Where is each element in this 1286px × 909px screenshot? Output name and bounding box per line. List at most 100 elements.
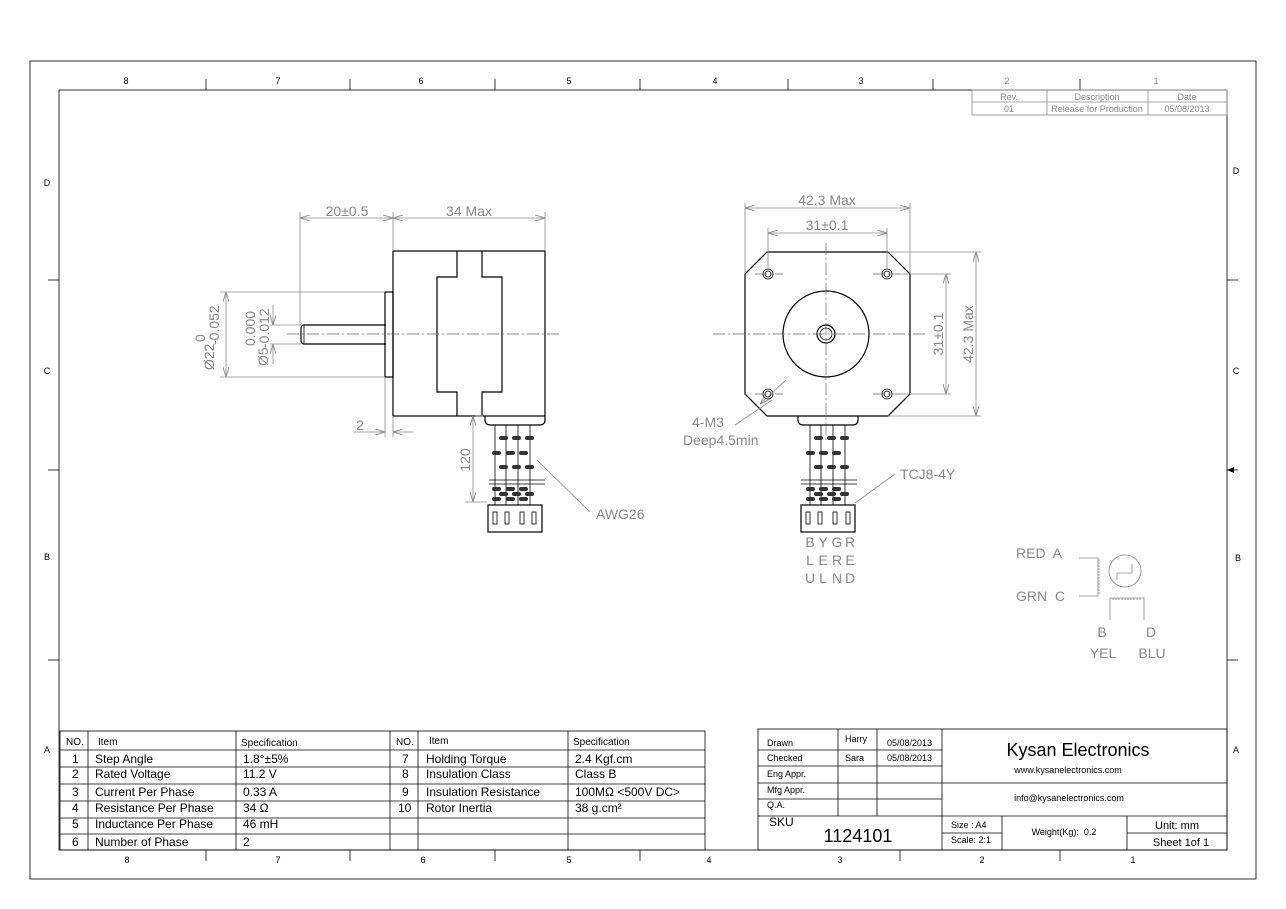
approval-role: Q.A.: [767, 800, 785, 810]
sheet-size: Size : A4: [951, 820, 987, 830]
row-label: D: [44, 178, 51, 188]
spec-item: Holding Torque: [426, 752, 507, 766]
spec-item: Number of Phase: [95, 835, 189, 849]
column-label: 8: [123, 76, 128, 86]
yel-label: YEL: [1090, 645, 1117, 661]
company-website: www.kysanelectronics.com: [1013, 765, 1122, 775]
wire-letter: G: [832, 534, 843, 550]
centering-arrow-icon: [1227, 467, 1234, 473]
dim-height-max: 42.3 Max: [960, 305, 976, 363]
spec-no: 9: [402, 785, 409, 799]
company-email: info@kysanelectronics.com: [1014, 793, 1124, 803]
spec-value: 0.33 A: [243, 785, 277, 799]
spec-no: 10: [398, 801, 412, 815]
dim-hole-spacing-vertical: 31±0.1: [930, 312, 946, 355]
column-label: 5: [566, 855, 571, 865]
spec-value: 2.4 Kgf.cm: [575, 752, 632, 766]
wire-letter: N: [832, 570, 842, 586]
row-label: B: [1235, 553, 1241, 563]
spec-value: 100MΩ <500V DC>: [575, 785, 680, 799]
item-header: Item: [429, 736, 448, 747]
spec-item: Rotor Inertia: [426, 801, 492, 815]
approval-name: Sara: [845, 753, 864, 763]
column-label: 1: [1130, 855, 1135, 865]
spec-value: Class B: [575, 767, 616, 781]
spec-no: 6: [72, 835, 79, 849]
rev-description: Release for Production: [1051, 104, 1143, 114]
column-label: 6: [420, 855, 425, 865]
wiring-schematic: RED A GRN C B D YEL BLU: [1016, 545, 1166, 661]
row-label: A: [1233, 745, 1239, 755]
row-label: D: [1233, 166, 1240, 176]
company-name: Kysan Electronics: [1006, 740, 1149, 760]
spec-value: 2: [243, 835, 250, 849]
b-label: B: [1097, 624, 1106, 640]
cable-assembly: [484, 416, 546, 533]
side-view: 20±0.5 34 Max 2 120 Ø22 0 -0.052 Ø5 0.00…: [192, 203, 645, 533]
spec-no: 3: [72, 785, 79, 799]
date-header: Date: [1177, 92, 1196, 102]
spec-value: 46 mH: [243, 817, 278, 831]
approval-role: Mfg Appr.: [767, 785, 805, 795]
dim-diameter-22: Ø22 0 -0.052: [192, 305, 222, 370]
approval-name: Harry: [845, 734, 867, 744]
spec-item: Current Per Phase: [95, 785, 195, 799]
spec-value: 38 g.cm²: [575, 801, 622, 815]
weight: Weight(Kg): 0.2: [1032, 827, 1097, 837]
spec-item: Inductance Per Phase: [95, 817, 213, 831]
approval-role: Drawn: [767, 738, 793, 748]
red-a-label: RED A: [1016, 545, 1063, 561]
d-label: D: [1146, 624, 1156, 640]
motor-body: [392, 250, 546, 417]
row-label: B: [44, 552, 50, 562]
spec-value: 11.2 V: [243, 767, 277, 781]
approval-date: 05/08/2013: [887, 738, 932, 748]
shaft: [300, 324, 386, 345]
flange: [384, 291, 394, 378]
row-label: C: [44, 366, 51, 376]
front-view: 42.3 Max 31±0.1 31±0.1 42.3 Max 4-M3 Dee…: [683, 192, 981, 586]
wire-letter: D: [845, 570, 855, 586]
wire-gauge-label: AWG26: [596, 506, 645, 522]
no-header: NO.: [66, 737, 84, 748]
approval-role: Eng Appr.: [767, 769, 806, 779]
connector: [487, 504, 543, 533]
dim-lower-tol: -0.012: [256, 308, 272, 348]
sku-label: SKU: [769, 815, 794, 829]
sheet-number: Sheet 1of 1: [1153, 837, 1209, 849]
spec-value: 1.8°±5%: [243, 752, 289, 766]
dim-base: Ø5: [255, 347, 271, 366]
wire-letter: U: [805, 570, 815, 586]
dim-body-length: 34 Max: [446, 203, 492, 219]
dim-upper-tol: 0.000: [242, 311, 258, 346]
spec-item: Insulation Resistance: [426, 785, 540, 799]
drawing-scale: Scale: 2:1: [951, 835, 991, 845]
spec-item: Rated Voltage: [95, 767, 171, 781]
column-label: 2: [1004, 76, 1009, 86]
column-label: 4: [712, 76, 717, 86]
column-label: 3: [837, 855, 842, 865]
rev-date: 05/08/2013: [1164, 104, 1209, 114]
blu-label: BLU: [1138, 645, 1165, 661]
dim-lower-tol: -0.052: [206, 305, 222, 345]
wire-letter: B: [805, 534, 814, 550]
spec-no: 2: [72, 767, 79, 781]
hole-label: 4-M3: [692, 414, 724, 430]
wire-letter: R: [845, 534, 855, 550]
wire-letter: L: [806, 552, 814, 568]
wire-color-labels: B L U Y E L G R N R E D: [805, 534, 855, 586]
sku-value: 1124101: [824, 826, 893, 846]
spec-no: 7: [402, 752, 409, 766]
approval-date: 05/08/2013: [887, 753, 932, 763]
column-label: 7: [275, 76, 280, 86]
spec-item: Step Angle: [95, 752, 153, 766]
row-label: C: [1233, 366, 1240, 376]
wire-letter: E: [845, 552, 854, 568]
cable-assembly: [797, 416, 859, 533]
connector-label: TCJ8-4Y: [900, 466, 956, 482]
description-header: Description: [1074, 92, 1119, 102]
dim-base: Ø22: [201, 343, 217, 370]
